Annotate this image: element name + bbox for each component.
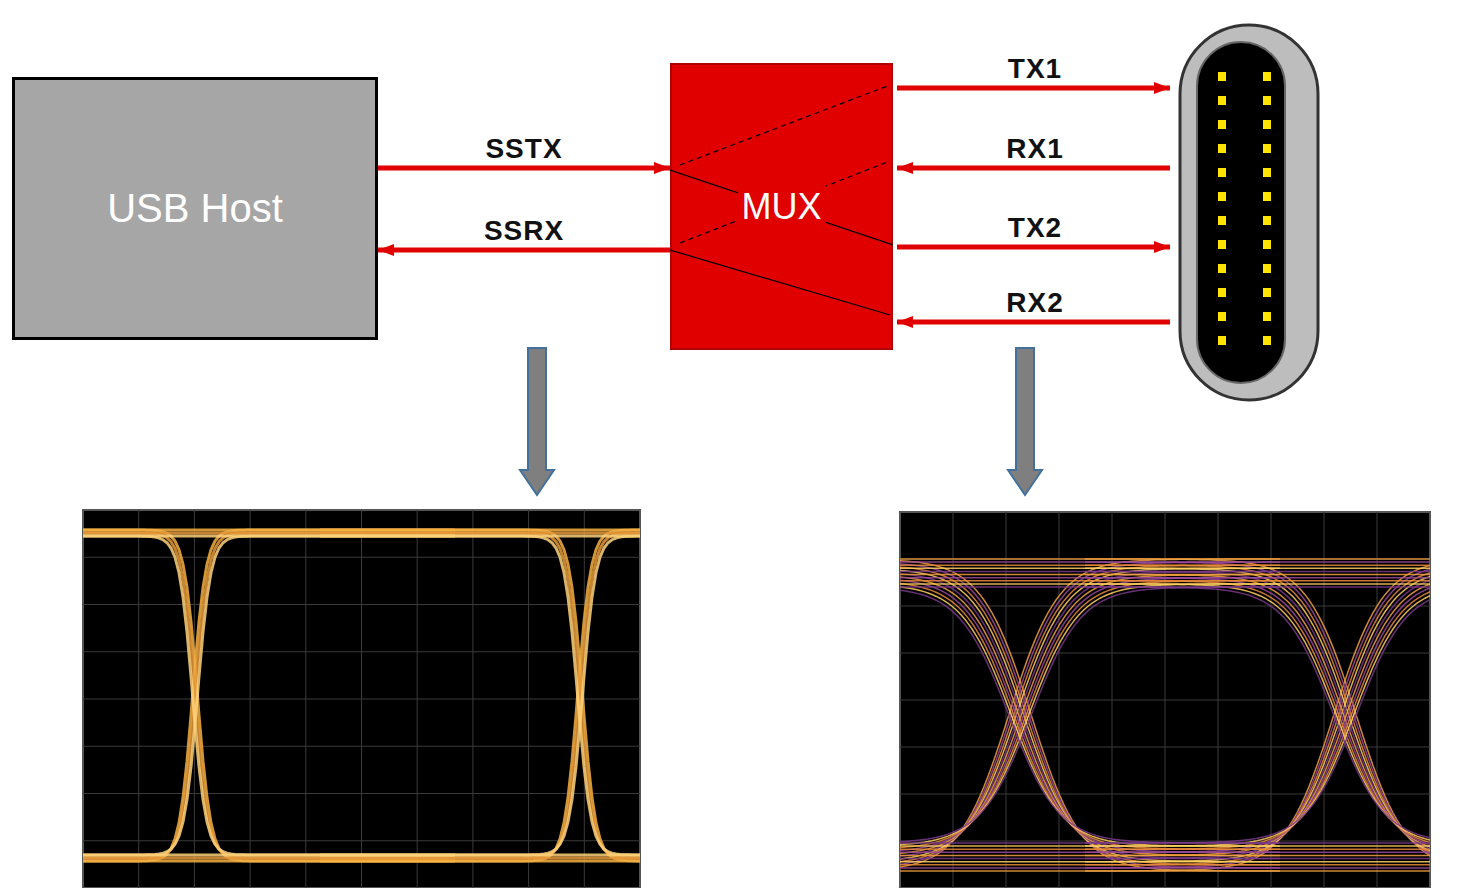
pin — [1218, 288, 1226, 297]
eye-traces — [83, 530, 640, 861]
host-box: USB Host — [12, 77, 378, 340]
signal-name: TX1 — [1008, 53, 1062, 85]
pin — [1218, 312, 1226, 321]
pin — [1263, 312, 1271, 321]
pin — [1218, 336, 1226, 345]
rx1-line — [897, 166, 1170, 171]
eye-diagram — [0, 510, 840, 888]
switch-line — [680, 85, 890, 165]
pin — [1263, 192, 1271, 201]
pin — [1263, 96, 1271, 105]
pin — [1218, 216, 1226, 225]
signal-arrow — [378, 248, 670, 253]
pin — [1263, 216, 1271, 225]
switch-line — [680, 161, 890, 243]
node-label: MUX — [738, 186, 826, 228]
pin — [1263, 72, 1271, 81]
pin — [1263, 264, 1271, 273]
node-label: USB Host — [103, 186, 287, 231]
eye-traces — [900, 559, 1430, 871]
pin — [1218, 264, 1226, 273]
pin — [1263, 288, 1271, 297]
signal-arrow — [378, 166, 670, 171]
pin — [1218, 144, 1226, 153]
pin — [1263, 168, 1271, 177]
signal-name: RX1 — [1006, 133, 1063, 165]
pin — [1218, 120, 1226, 129]
mux-box: MUX — [670, 63, 893, 350]
rx2-line — [897, 320, 1170, 325]
pin — [1218, 240, 1226, 249]
signal-name: TX2 — [1008, 212, 1062, 244]
signal-name: RX2 — [1006, 287, 1063, 319]
usb-c-connector — [1180, 25, 1318, 400]
pin — [1218, 72, 1226, 81]
scope-screen — [83, 510, 640, 888]
down-arrow — [520, 348, 554, 495]
signal-name: SSRX — [484, 215, 564, 247]
lane-arrows — [897, 88, 1170, 322]
pin — [1263, 144, 1271, 153]
eye-diagram — [760, 512, 1457, 888]
pin — [1218, 192, 1226, 201]
pin — [1263, 120, 1271, 129]
grid — [83, 510, 640, 888]
pin — [1218, 168, 1226, 177]
signal-name: SSTX — [485, 133, 562, 165]
switch-line — [670, 250, 890, 315]
pin — [1263, 240, 1271, 249]
tx1-line — [897, 86, 1170, 91]
pin — [1218, 96, 1226, 105]
pin — [1263, 336, 1271, 345]
tx2-line — [897, 245, 1170, 250]
switch-line — [670, 170, 893, 245]
down-arrow — [1008, 348, 1042, 495]
